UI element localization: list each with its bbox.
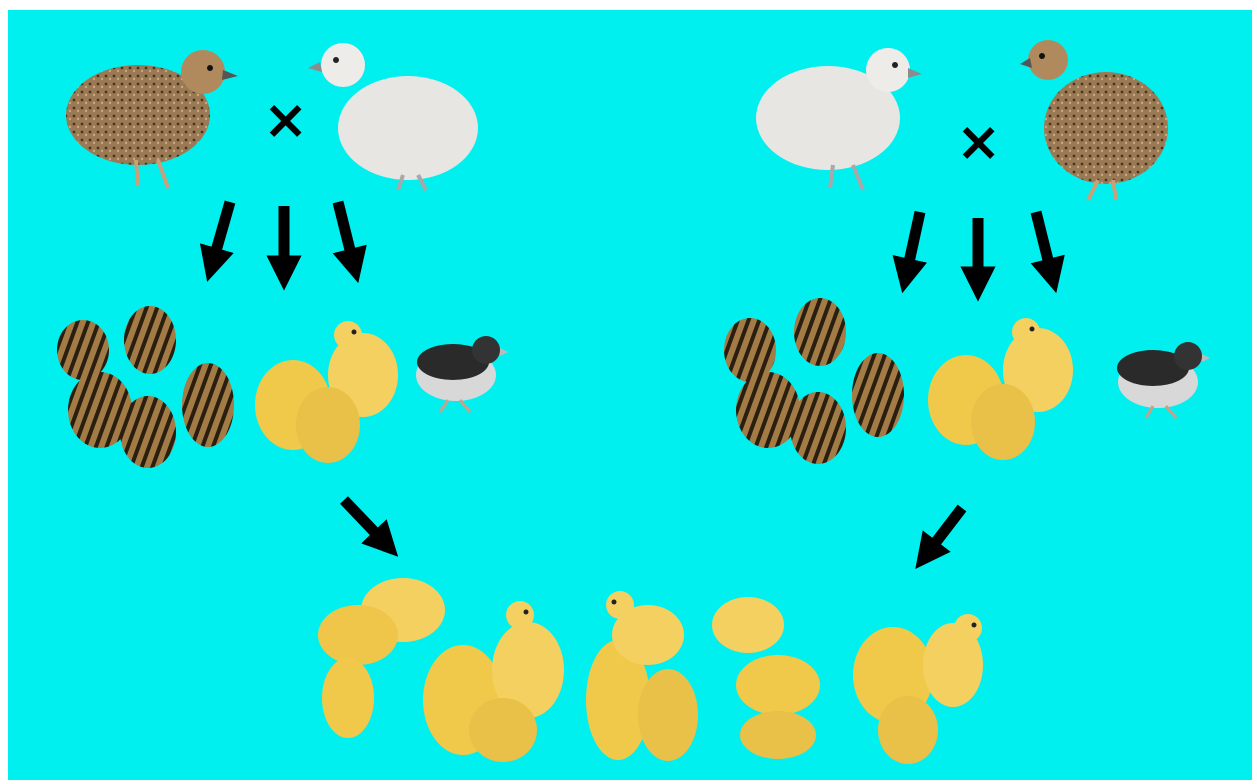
diagram-svg: × × xyxy=(8,10,1252,780)
left-cross-symbol: × xyxy=(263,88,308,151)
diagram-canvas: ♂ ♀ ♂ ♀ × xyxy=(8,10,1252,780)
right-cross-symbol: × xyxy=(956,110,1001,173)
